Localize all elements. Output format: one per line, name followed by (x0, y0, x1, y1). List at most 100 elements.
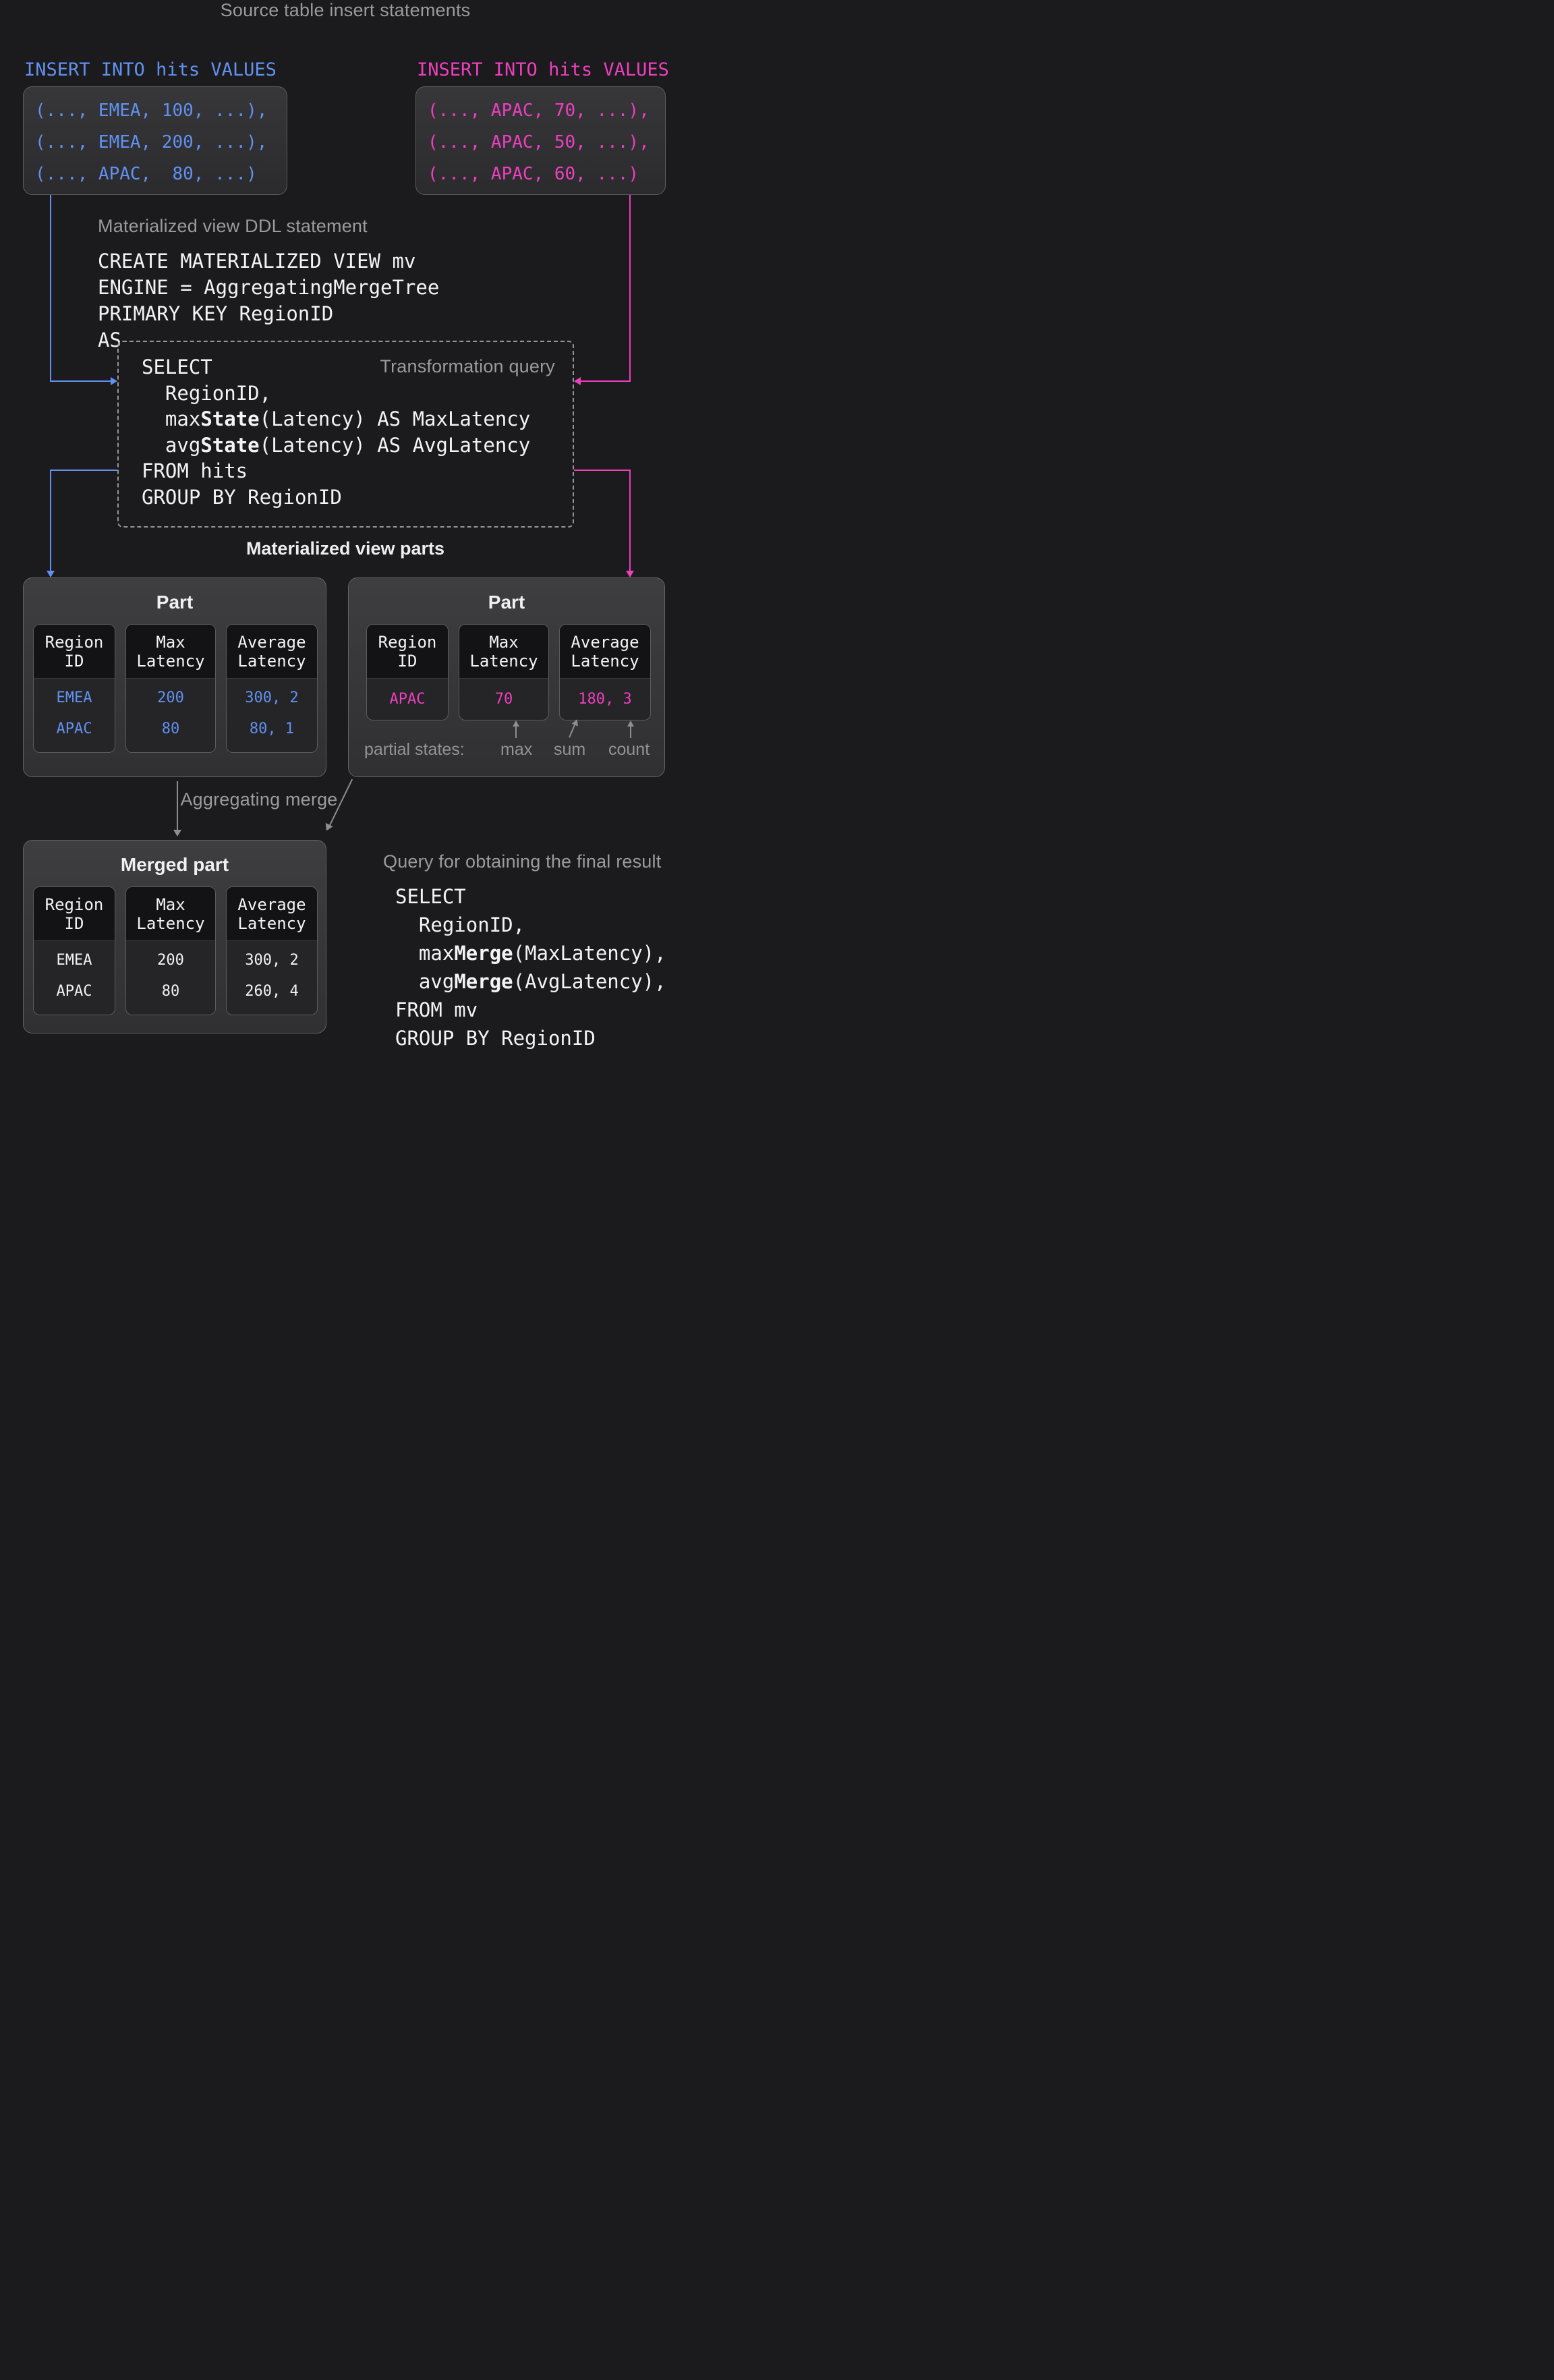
code-text: (Latency) AS MaxLatency (259, 407, 531, 430)
insert-left-row: (..., EMEA, 100, ...), (35, 101, 268, 121)
code-text: FROM hits (142, 459, 248, 482)
column-header-line: Region (45, 895, 104, 914)
code-text: max (142, 407, 201, 430)
code-line: SELECT (142, 354, 530, 380)
column-values: APAC (367, 679, 448, 720)
pink-arrowhead-icon (574, 377, 581, 385)
insert-left-title: INSERT INTO hits VALUES (24, 59, 277, 80)
blue-connector-line (50, 470, 51, 571)
code-text: (AvgLatency), (513, 970, 666, 993)
cell-value: 200 (157, 952, 184, 969)
transformation-query-box (117, 341, 574, 528)
partial-state-max: max (500, 740, 533, 759)
column-header-line: Latency (571, 651, 639, 671)
heading-final-query: Query for obtaining the final result (383, 851, 662, 872)
column-values: 200 80 (126, 679, 215, 745)
code-text: SELECT (142, 356, 212, 378)
insert-right-row: (..., APAC, 50, ...), (428, 132, 650, 152)
column-values: EMEA APAC (34, 941, 115, 1007)
pink-connector-line (581, 380, 631, 382)
merged-part-title: Merged part (120, 854, 229, 875)
insert-right-row: (..., APAC, 70, ...), (428, 101, 650, 121)
gray-down-arrowhead-icon (322, 822, 333, 833)
partial-state-sum: sum (554, 740, 586, 759)
diagram-canvas: Source table insert statements INSERT IN… (0, 0, 691, 1058)
code-line: GROUP BY RegionID (142, 484, 530, 511)
code-line: RegionID, (142, 380, 530, 407)
gray-down-arrowhead-icon (173, 830, 181, 837)
code-bold: State (200, 407, 260, 430)
code-line: avgMerge(AvgLatency), (395, 967, 666, 996)
cell-value: APAC (389, 691, 426, 708)
code-line: PRIMARY KEY RegionID (98, 301, 439, 327)
blue-connector-line (50, 380, 112, 382)
cell-value: EMEA (56, 689, 92, 706)
cell-value: 300, 2 (245, 952, 299, 969)
insert-right-title: INSERT INTO hits VALUES (417, 59, 669, 80)
code-line: ENGINE = AggregatingMergeTree (98, 275, 439, 301)
column-values: 70 (459, 679, 548, 720)
code-line: FROM mv (395, 996, 666, 1024)
column-header-line: Average (237, 632, 306, 652)
part-title: Part (488, 592, 525, 613)
column-header-line: Average (237, 895, 306, 914)
heading-mv-parts: Materialized view parts (246, 538, 445, 559)
code-line: SELECT (395, 882, 666, 911)
code-text: FROM mv (395, 998, 478, 1021)
column-header-line: Average (571, 632, 639, 652)
transformation-code-block: SELECT RegionID, maxState(Latency) AS Ma… (142, 354, 530, 510)
code-text: ENGINE = AggregatingMergeTree (98, 276, 440, 299)
blue-arrowhead-icon (47, 571, 55, 577)
insert-right-box: (..., APAC, 70, ...), (..., APAC, 50, ..… (415, 86, 666, 195)
insert-left-row: (..., APAC, 80, ...) (35, 164, 257, 184)
code-text: RegionID, (395, 913, 525, 936)
blue-arrowhead-icon (111, 377, 117, 385)
code-line: avgState(Latency) AS AvgLatency (142, 432, 530, 459)
column-header-line: Max (156, 895, 185, 914)
heading-ddl: Materialized view DDL statement (98, 216, 368, 236)
cell-value: APAC (56, 983, 92, 1000)
part-title: Part (156, 592, 194, 613)
heading-aggregating-merge: Aggregating merge (180, 789, 338, 810)
code-line: maxState(Latency) AS MaxLatency (142, 406, 530, 432)
code-text: CREATE MATERIALIZED VIEW mv (98, 250, 416, 273)
code-bold: State (200, 433, 260, 457)
cell-value: 200 (157, 689, 184, 706)
blue-connector-line (50, 195, 51, 382)
code-text: max (395, 942, 455, 965)
code-line: FROM hits (142, 458, 530, 484)
cell-value: EMEA (56, 952, 92, 969)
gray-up-arrowhead-icon (513, 720, 519, 727)
insert-left-box: (..., EMEA, 100, ...), (..., EMEA, 200, … (23, 86, 287, 195)
cell-value: 80 (161, 983, 180, 1000)
column-header-line: ID (64, 651, 84, 671)
gray-up-arrow-line (515, 726, 517, 738)
column-header-line: Latency (469, 651, 538, 671)
ddl-code-block: CREATE MATERIALIZED VIEW mv ENGINE = Agg… (98, 248, 439, 353)
code-line: GROUP BY RegionID (395, 1024, 666, 1052)
column-header-line: Latency (136, 913, 205, 933)
insert-left-row: (..., EMEA, 200, ...), (35, 132, 268, 152)
partial-states-label: partial states: (364, 740, 465, 759)
heading-source-inserts: Source table insert statements (220, 0, 471, 20)
column-header-line: Max (489, 632, 519, 652)
column-header-line: Latency (237, 651, 306, 671)
column-header-line: Region (378, 632, 437, 652)
gray-up-arrowhead-icon (627, 720, 634, 727)
code-text: PRIMARY KEY RegionID (98, 302, 334, 325)
code-text: SELECT (395, 885, 466, 908)
cell-value: 80 (161, 720, 180, 737)
